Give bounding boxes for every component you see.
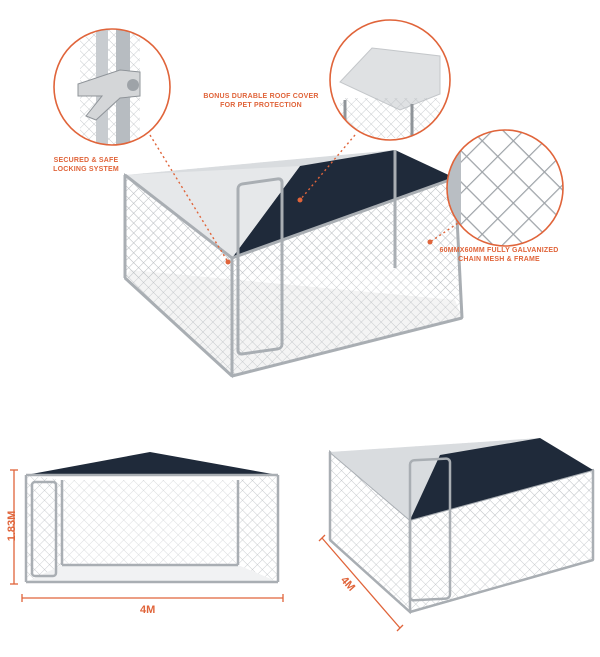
door [236, 177, 284, 356]
roof-callout [329, 19, 451, 141]
front-height-label: 1.83M [6, 510, 18, 542]
lock-callout-label: SECURED & SAFE LOCKING SYSTEM [40, 156, 132, 174]
dimension-lines [10, 469, 404, 632]
lock-callout-line-2: LOCKING SYSTEM [53, 166, 119, 173]
lock-callout-line-1: SECURED & SAFE [53, 157, 119, 164]
perspective-kennel [328, 438, 595, 615]
roof-callout-label: BONUS DURABLE ROOF COVER FOR PET PROTECT… [196, 92, 326, 110]
mesh-callout-label: 60MMX60MM FULLY GALVANIZED CHAIN MESH & … [432, 246, 566, 264]
roof-callout-line-2: FOR PET PROTECTION [220, 102, 302, 109]
lock-callout [53, 28, 171, 146]
mesh-callout [446, 129, 564, 247]
main-kennel [123, 150, 464, 379]
roof-callout-line-1: BONUS DURABLE ROOF COVER [203, 93, 319, 100]
front-view-kennel [24, 452, 280, 584]
mesh-callout-line-2: CHAIN MESH & FRAME [458, 256, 540, 263]
front-width-label: 4M [140, 604, 156, 616]
mesh-callout-line-1: 60MMX60MM FULLY GALVANIZED [439, 247, 559, 254]
